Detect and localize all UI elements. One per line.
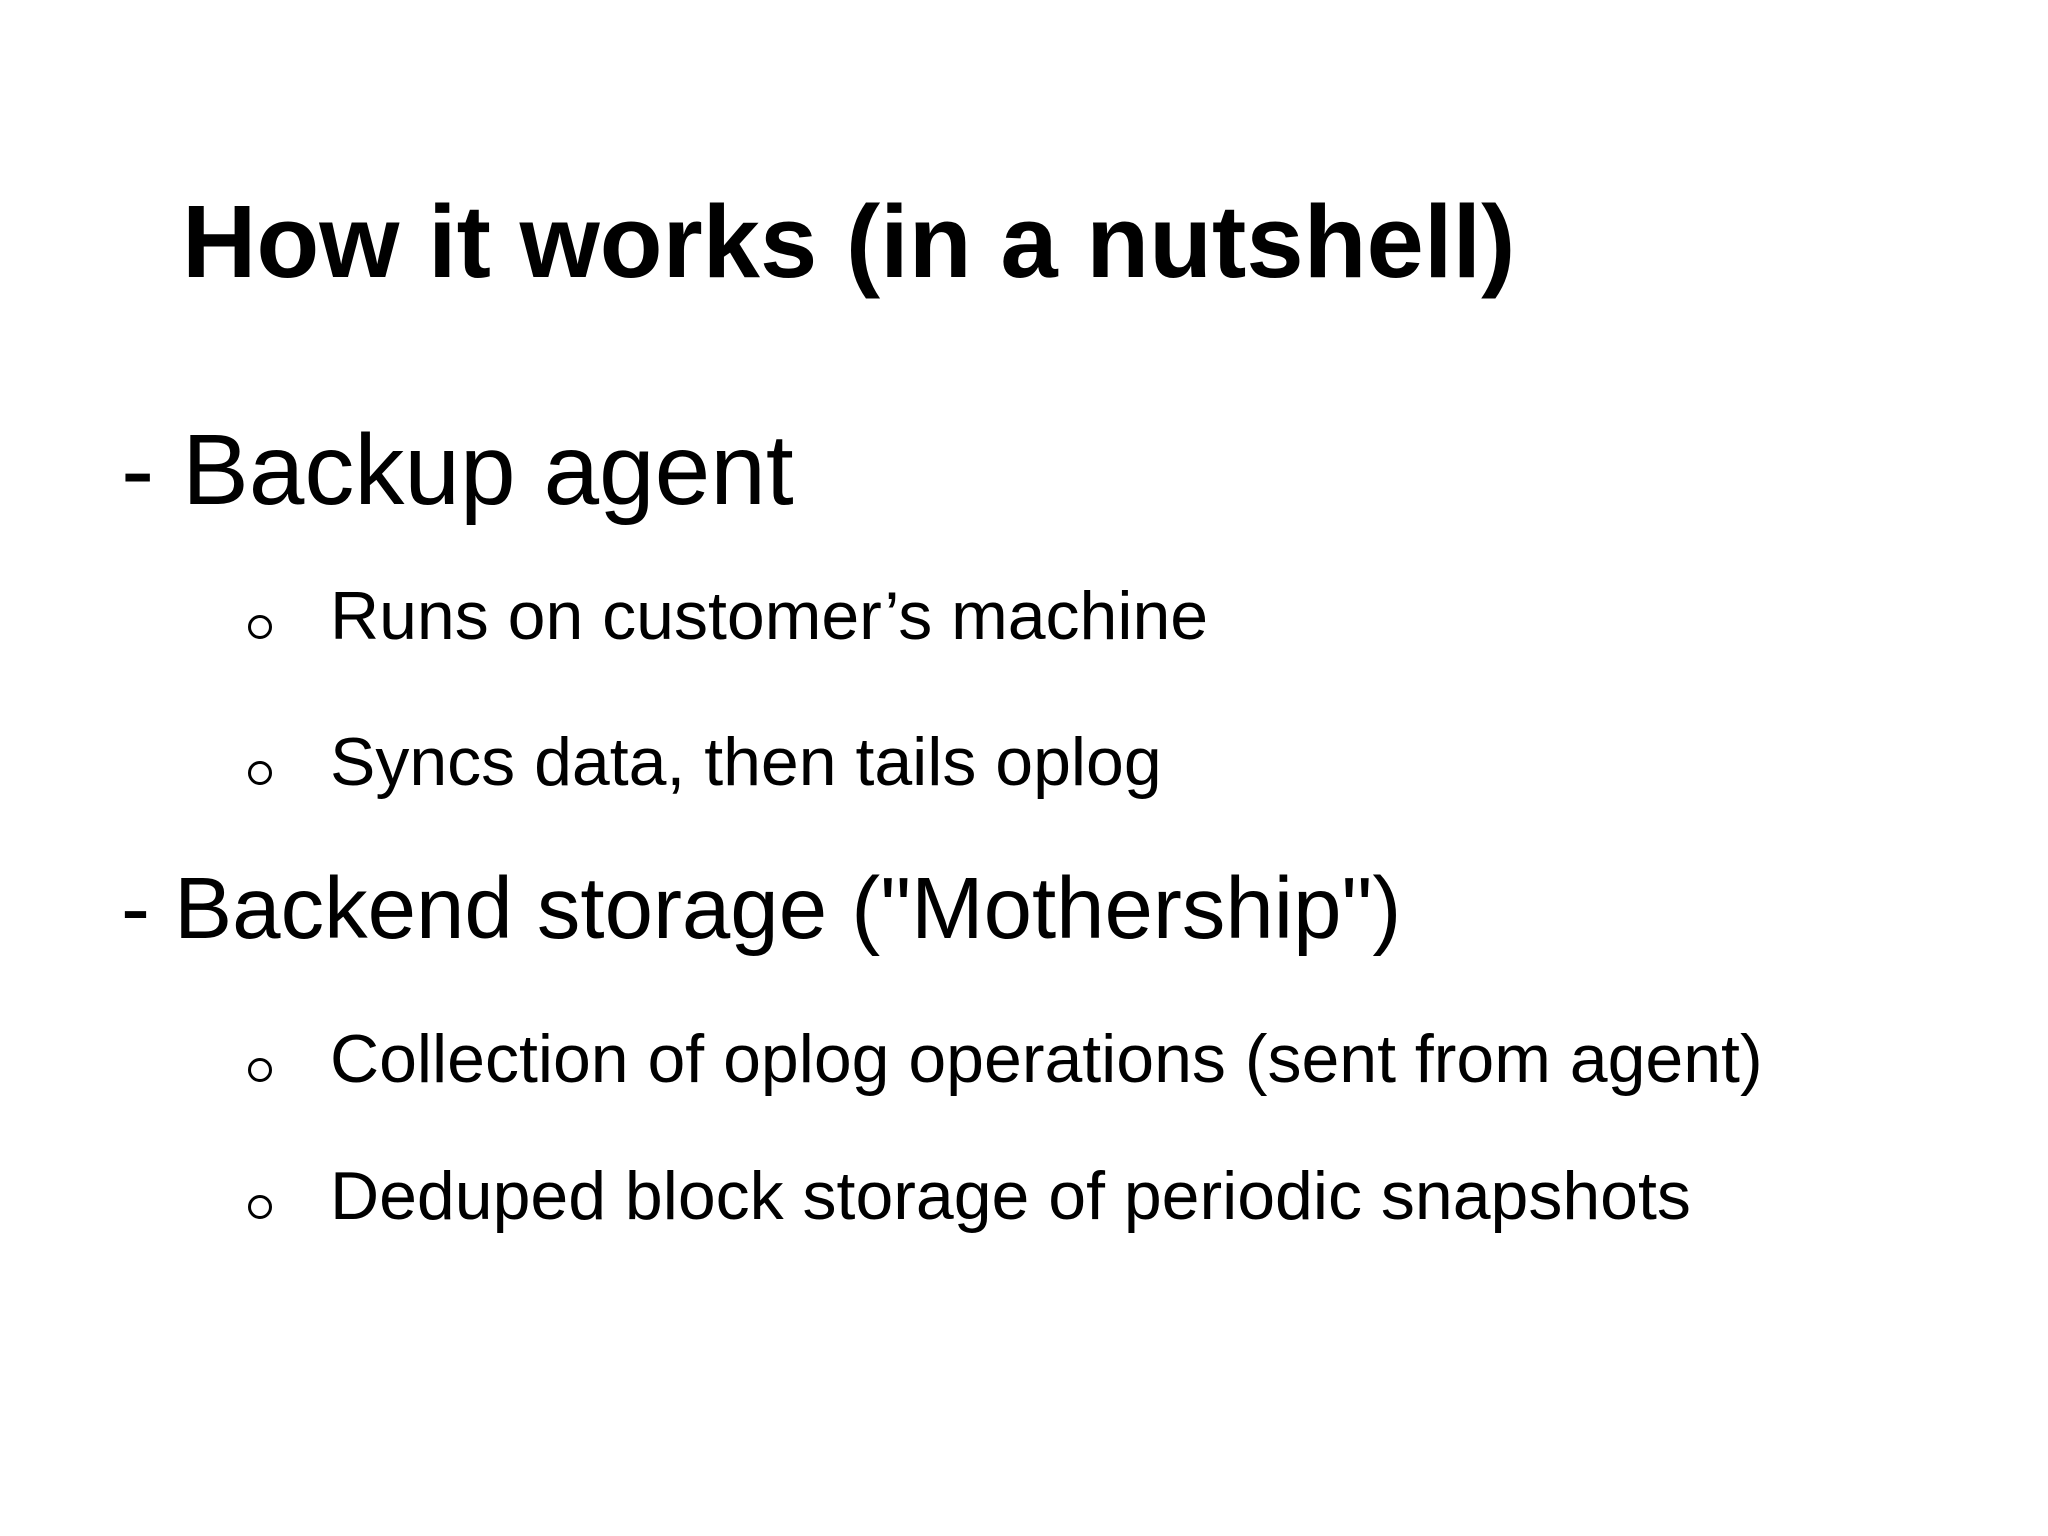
hollow-circle-bullet-icon — [248, 761, 272, 785]
subbullet-runs-on-machine: Runs on customer’s machine — [248, 582, 1208, 650]
hollow-circle-bullet-icon — [248, 1058, 272, 1082]
bullet-backend-storage: -Backend storage ("Mothership") — [121, 865, 1401, 952]
dash-bullet-marker: - — [121, 414, 155, 526]
bullet-backup-agent: -Backup agent — [121, 420, 794, 520]
subbullet-text: Collection of oplog operations (sent fro… — [330, 1021, 1763, 1097]
hollow-circle-bullet-icon — [248, 615, 272, 639]
subbullet-collection-oplog: Collection of oplog operations (sent fro… — [248, 1025, 1763, 1093]
subbullet-deduped-storage: Deduped block storage of periodic snapsh… — [248, 1162, 1691, 1230]
hollow-circle-bullet-icon — [248, 1195, 272, 1219]
subbullet-text: Syncs data, then tails oplog — [330, 724, 1162, 800]
subbullet-syncs-data: Syncs data, then tails oplog — [248, 728, 1162, 796]
bullet-text: Backend storage ("Mothership") — [174, 860, 1402, 957]
subbullet-text: Deduped block storage of periodic snapsh… — [330, 1158, 1691, 1234]
bullet-text: Backup agent — [182, 414, 794, 526]
slide-title: How it works (in a nutshell) — [182, 184, 1516, 299]
subbullet-text: Runs on customer’s machine — [330, 578, 1209, 654]
dash-bullet-marker: - — [121, 860, 150, 957]
